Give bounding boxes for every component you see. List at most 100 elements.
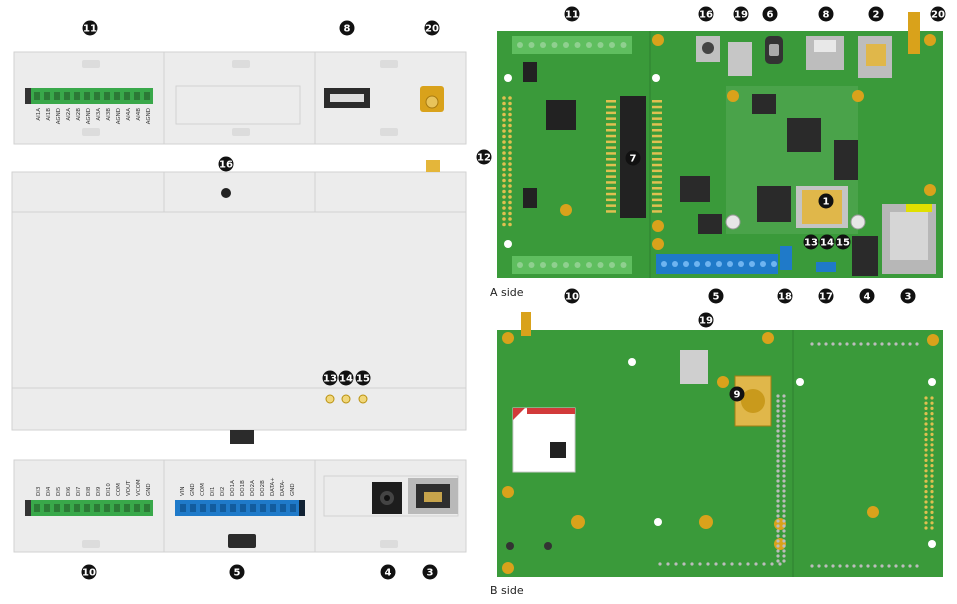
- svg-text:12: 12: [477, 153, 491, 164]
- callout-badge-5: 5: [229, 564, 245, 580]
- di-pin-label-0: DI3: [36, 486, 42, 496]
- svg-text:20: 20: [425, 24, 439, 35]
- svg-text:19: 19: [699, 316, 713, 327]
- callout-badge-19: 19: [698, 312, 714, 328]
- callout-badge-8: 8: [818, 6, 834, 22]
- top-pin-label-11: AGND: [146, 108, 152, 124]
- callout-badge-12: 12: [476, 149, 492, 165]
- di-pin-label-5: DI8: [86, 486, 92, 496]
- top-pin-label-0: AI1A: [36, 108, 42, 121]
- top-pin-label-10: AI4B: [136, 108, 142, 121]
- callout-badge-15: 15: [835, 234, 851, 250]
- callout-badge-8: 8: [339, 20, 355, 36]
- svg-text:7: 7: [630, 154, 637, 165]
- callout-badge-5: 5: [708, 288, 724, 304]
- callout-badge-10: 10: [564, 288, 580, 304]
- callout-badge-3: 3: [900, 288, 916, 304]
- callout-badge-16: 16: [698, 6, 714, 22]
- io-pin-label-6: DO1B: [240, 480, 246, 496]
- svg-text:15: 15: [356, 374, 370, 385]
- callout-badge-13: 13: [322, 370, 338, 386]
- pcb-b-side: [497, 312, 943, 577]
- callout-badge-15: 15: [355, 370, 371, 386]
- callout-badge-14: 14: [819, 234, 835, 250]
- callout-badge-16: 16: [218, 156, 234, 172]
- a-side-label: A side: [490, 286, 524, 299]
- callout-badge-13: 13: [803, 234, 819, 250]
- io-pin-label-3: DI1: [210, 487, 216, 496]
- svg-text:14: 14: [339, 374, 353, 385]
- callout-badge-20: 20: [930, 6, 946, 22]
- ethernet-port-bottom: [408, 478, 458, 514]
- svg-text:8: 8: [823, 10, 830, 21]
- svg-text:19: 19: [734, 10, 748, 21]
- svg-text:13: 13: [804, 238, 818, 249]
- svg-text:11: 11: [565, 10, 579, 21]
- callout-badge-6: 6: [762, 6, 778, 22]
- callout-badge-10: 10: [81, 564, 97, 580]
- top-pin-label-4: AI2B: [76, 108, 82, 121]
- io-pin-label-0: VIN: [180, 487, 186, 497]
- svg-text:10: 10: [82, 568, 96, 579]
- top-pin-label-9: AI4A: [126, 108, 132, 121]
- svg-text:20: 20: [931, 10, 945, 21]
- svg-text:6: 6: [767, 10, 774, 21]
- io-pin-label-7: DO2A: [250, 480, 256, 496]
- svg-text:10: 10: [565, 292, 579, 303]
- svg-text:14: 14: [820, 238, 834, 249]
- di-pin-label-8: COM: [116, 483, 122, 496]
- svg-text:16: 16: [219, 160, 233, 171]
- svg-text:3: 3: [427, 568, 434, 579]
- di-pin-label-4: DI7: [76, 486, 82, 496]
- io-pin-label-10: DATA-: [280, 480, 286, 496]
- di-pin-label-10: VCOM: [136, 479, 142, 496]
- pcb-a-side: [497, 12, 943, 278]
- enclosure-bottom-view: DI3 DI4 DI5 DI6 DI7 DI8 DI9 DI10 COM VOUT VCOM GND V…: [13, 459, 467, 553]
- svg-text:2: 2: [873, 10, 880, 21]
- io-pin-label-4: DI2: [220, 487, 226, 496]
- io-pin-label-9: DATA+: [270, 477, 276, 496]
- callout-badge-20: 20: [424, 20, 440, 36]
- reset-button-hole: [221, 188, 231, 198]
- callout-badge-2: 2: [868, 6, 884, 22]
- io-pin-label-1: GND: [190, 483, 196, 496]
- svg-text:13: 13: [323, 374, 337, 385]
- svg-text:17: 17: [819, 292, 833, 303]
- callout-badge-3: 3: [422, 564, 438, 580]
- callout-badge-1: 1: [818, 193, 834, 209]
- svg-text:5: 5: [713, 292, 720, 303]
- io-pin-label-11: GND: [290, 483, 296, 496]
- di-pin-label-3: DI6: [66, 486, 72, 496]
- callout-badge-11: 11: [564, 6, 580, 22]
- top-pin-label-3: AI2A: [66, 108, 72, 121]
- callout-badge-17: 17: [818, 288, 834, 304]
- di-pin-label-11: GND: [146, 483, 152, 496]
- di-pin-label-1: DI4: [46, 486, 52, 496]
- svg-text:3: 3: [905, 292, 912, 303]
- di-pin-label-2: DI5: [56, 486, 62, 496]
- callout-badge-19: 19: [733, 6, 749, 22]
- enclosure-front-view: [11, 160, 467, 444]
- callout-badge-18: 18: [777, 288, 793, 304]
- io-pin-label-5: DO1A: [230, 480, 236, 496]
- di-pin-label-7: DI10: [106, 483, 112, 496]
- top-pin-label-6: AI3A: [96, 108, 102, 121]
- svg-text:4: 4: [864, 292, 871, 303]
- svg-text:1: 1: [823, 197, 830, 208]
- callout-badge-4: 4: [859, 288, 875, 304]
- callout-badge-7: 7: [625, 150, 641, 166]
- top-pin-label-5: AGND: [86, 108, 92, 124]
- top-pin-label-1: AI1B: [46, 108, 52, 121]
- callout-badge-11: 11: [82, 20, 98, 36]
- svg-text:15: 15: [836, 238, 850, 249]
- top-pin-label-7: AI3B: [106, 108, 112, 121]
- callout-badge-4: 4: [380, 564, 396, 580]
- di-pin-label-6: DI9: [96, 486, 102, 496]
- di-pin-label-9: VOUT: [126, 480, 132, 496]
- callout-badge-9: 9: [729, 386, 745, 402]
- callout-badge-14: 14: [338, 370, 354, 386]
- b-side-label: B side: [490, 584, 524, 597]
- svg-text:4: 4: [385, 568, 392, 579]
